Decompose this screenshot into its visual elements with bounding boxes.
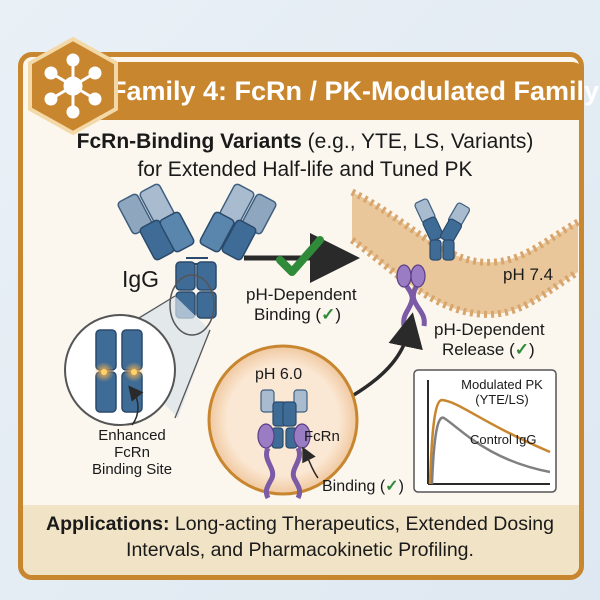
zoom-callout — [64, 274, 215, 426]
ph-release-label: pH-Dependent — [434, 320, 545, 339]
ph-60-label: pH 6.0 — [255, 366, 303, 383]
pk-plot — [413, 369, 557, 493]
ph-binding-label-2: Binding (✓) — [254, 305, 342, 324]
release-arrow — [351, 312, 423, 398]
subtitle-rest: (e.g., YTE, LS, Variants) — [301, 130, 534, 153]
check-icon: ✓ — [321, 305, 336, 324]
control-igg-curve — [430, 416, 551, 485]
check-icon: ✓ — [385, 478, 399, 495]
membrane-complex — [396, 198, 471, 327]
page-title: Family 4: FcRn / PK-Modulated Family — [110, 76, 600, 106]
modulated-pk-label: Modulated PK (YTE/LS) — [461, 377, 543, 407]
ph-release-label-2: Release (✓) — [442, 340, 535, 359]
binding-label: Binding (✓) — [322, 478, 404, 495]
ph-74-label: pH 7.4 — [503, 265, 554, 284]
ph-binding-label: pH-Dependent — [246, 285, 357, 304]
control-igg-label: Control IgG — [470, 432, 537, 447]
fcrn-label: FcRn — [304, 428, 340, 445]
applications-panel — [23, 505, 579, 575]
molecule-network-icon — [26, 36, 120, 136]
check-icon: ✓ — [514, 340, 530, 359]
subtitle-line-1: FcRn-Binding Variants (e.g., YTE, LS, Va… — [40, 130, 570, 154]
endosome — [207, 344, 359, 500]
binding-arrow — [244, 233, 360, 283]
subtitle-line-2: for Extended Half-life and Tuned PK — [137, 158, 473, 181]
igg-label: IgG — [122, 266, 160, 292]
subtitle-bold: FcRn-Binding Variants — [76, 130, 302, 153]
cell-membrane — [349, 188, 580, 318]
enhanced-site-label: Enhanced FcRn Binding Site — [92, 427, 173, 478]
modulated-pk-curve — [428, 398, 551, 485]
title-banner — [98, 62, 584, 120]
applications-text: Applications: Long-acting Therapeutics, … — [46, 513, 554, 561]
